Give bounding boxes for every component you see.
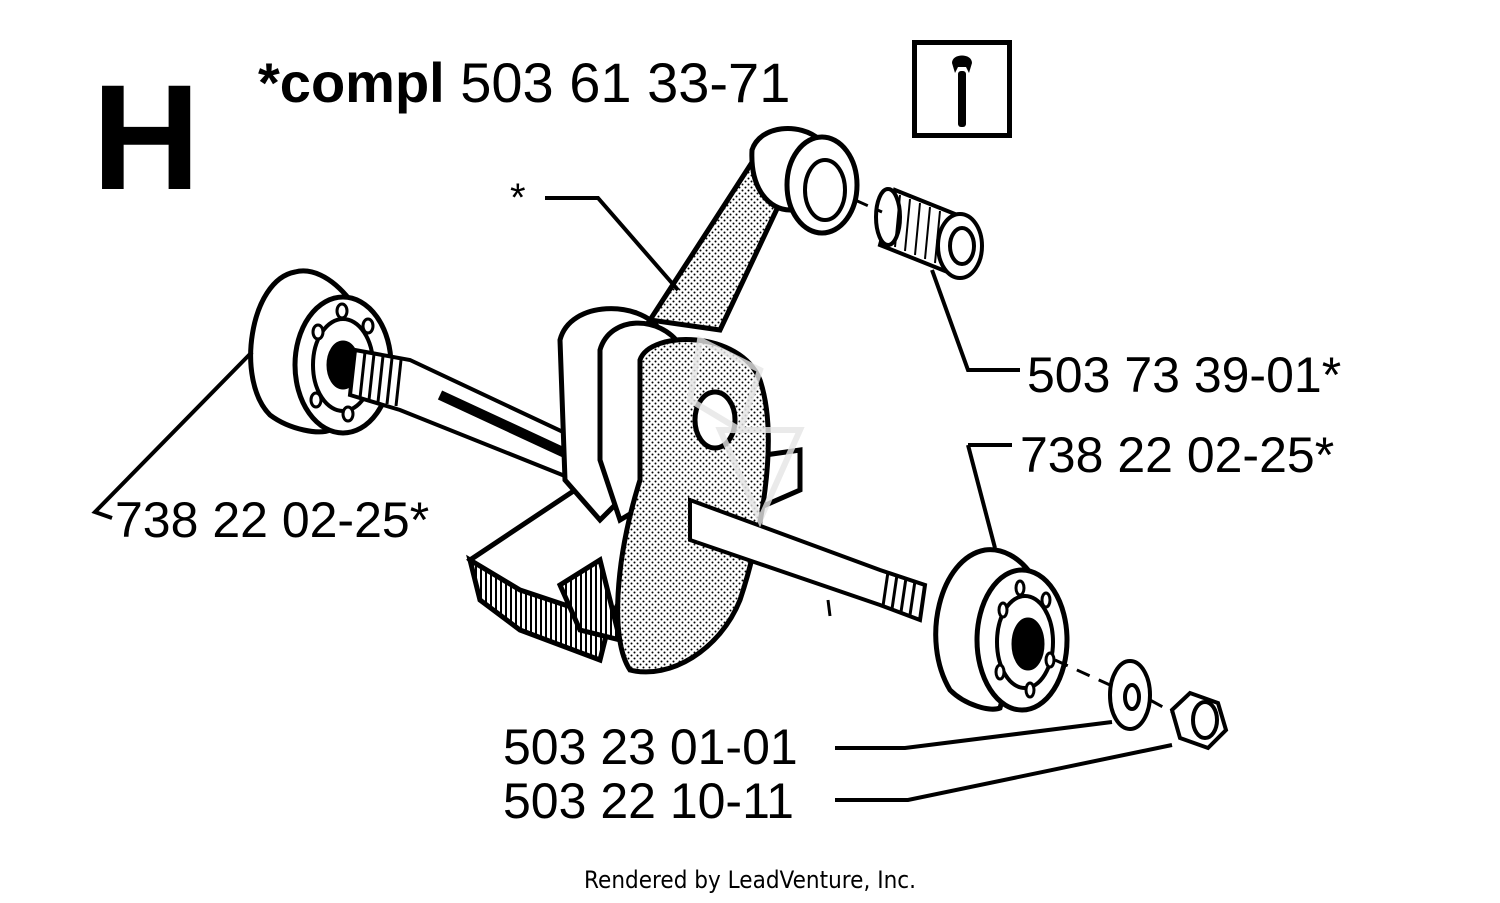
- left-bearing-part-number: 738 22 02-25*: [115, 492, 430, 548]
- render-credit: Rendered by LeadVenture, Inc.: [583, 866, 917, 894]
- right-main-bearing: [933, 547, 1070, 713]
- assembly-title: *compl 503 61 33-71: [258, 55, 790, 111]
- wrench-icon: [912, 40, 1012, 138]
- washer-part-number: 503 23 01-01: [503, 719, 798, 775]
- washer: [1108, 659, 1152, 731]
- connecting-rod-callout: *: [510, 176, 526, 220]
- needle-bearing: [874, 187, 984, 280]
- needle-bearing-part-number: 503 73 39-01*: [1027, 347, 1342, 403]
- nut: [1169, 690, 1229, 751]
- left-shaft: [347, 347, 583, 483]
- right-bearing-part-number: 738 22 02-25*: [1020, 427, 1335, 483]
- nut-part-number: 503 22 10-11: [503, 773, 794, 829]
- leader-lines: [91, 196, 1173, 802]
- connecting-rod: [645, 126, 860, 333]
- assembly-prefix: *compl: [258, 51, 445, 114]
- section-letter: H: [92, 53, 201, 221]
- watermark: [686, 335, 805, 528]
- assembly-part-number: 503 61 33-71: [460, 51, 791, 114]
- right-shaft: [688, 497, 928, 623]
- axis-dashes: [854, 198, 1173, 714]
- wrench-icon-glyph: [952, 55, 972, 127]
